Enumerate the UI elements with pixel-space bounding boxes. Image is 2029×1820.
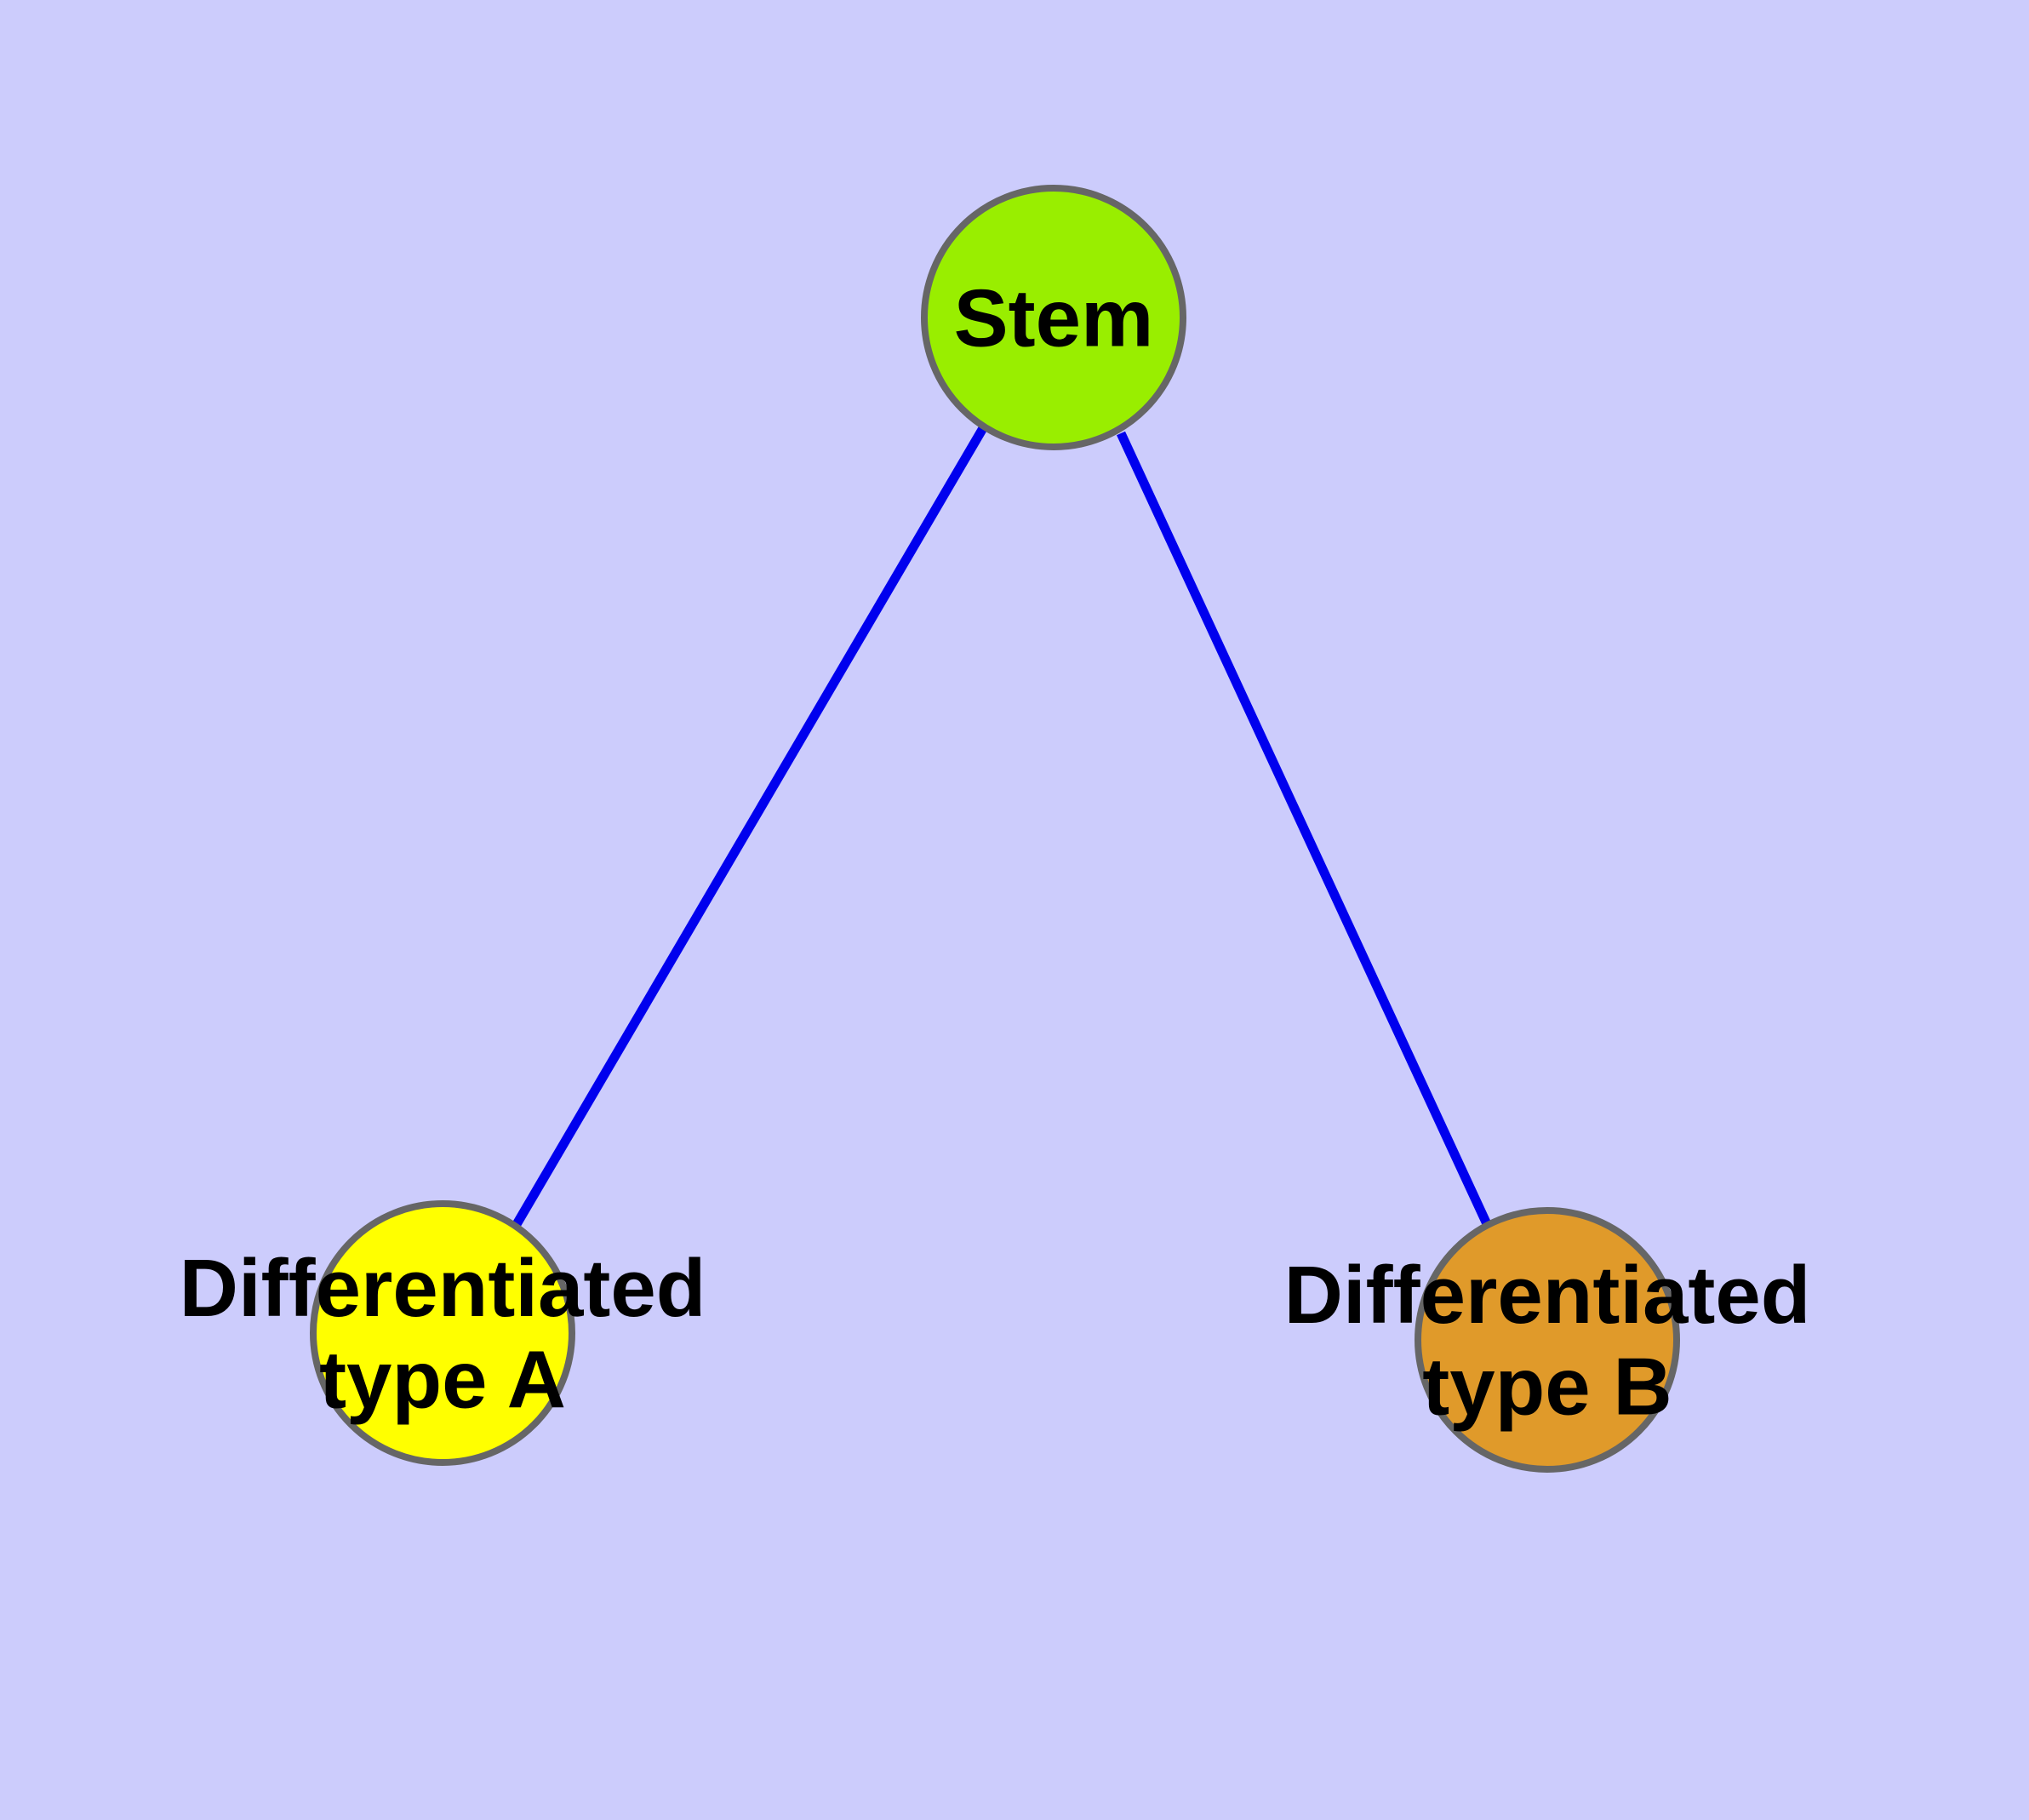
graph-node-label-line: type B xyxy=(1422,1341,1672,1432)
graph-node-diff_a[interactable] xyxy=(310,1200,575,1466)
graph-node-stem[interactable] xyxy=(921,185,1186,450)
graph-node-label-stem: Stem xyxy=(954,273,1154,364)
graph-node-label-line: Differentiated xyxy=(180,1243,706,1334)
graph-node-diff_b[interactable] xyxy=(1415,1207,1680,1473)
graph-edge-stem-to-diff-b[interactable] xyxy=(1117,431,1492,1228)
graph-edge-stem-to-diff-a[interactable] xyxy=(509,426,987,1233)
graph-node-label-line: type A xyxy=(319,1334,566,1425)
graph-node-label-line: Stem xyxy=(954,273,1154,364)
nodes-layer xyxy=(310,185,1680,1473)
graph-node-label-line: Differentiated xyxy=(1284,1250,1811,1341)
edges-layer xyxy=(509,426,1492,1233)
